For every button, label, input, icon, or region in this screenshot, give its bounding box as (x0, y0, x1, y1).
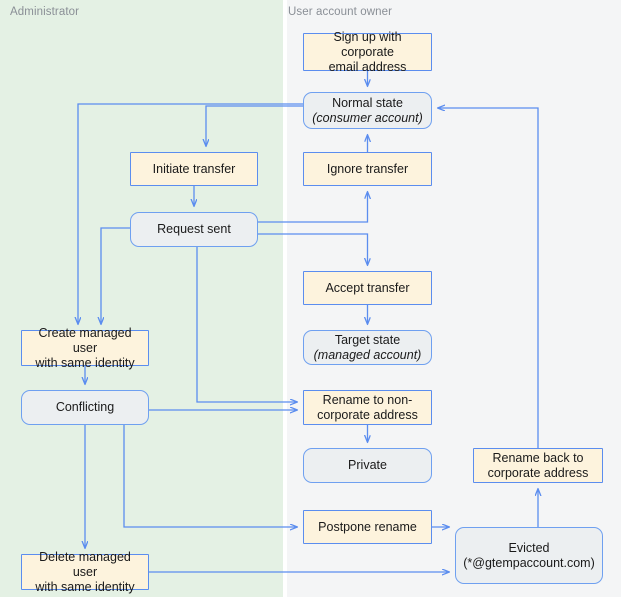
node-line-2: (managed account) (313, 347, 422, 362)
node-accept-transfer[interactable]: Accept transfer (303, 271, 432, 305)
edge-normal-to-create (78, 103, 303, 324)
lane-label-user-account-owner: User account owner (288, 6, 393, 18)
node-line-1: Normal state (332, 95, 403, 110)
edge-normal-to-initiate (206, 105, 303, 146)
node-initiate-transfer[interactable]: Initiate transfer (130, 152, 258, 186)
node-line-1: Sign up with corporate (333, 29, 402, 59)
node-private[interactable]: Private (303, 448, 432, 483)
edge-conflicting-to-postpone (123, 425, 297, 527)
node-line-1: Postpone rename (318, 519, 417, 534)
node-line-2: with same identity (35, 579, 135, 594)
node-line-1: Create managed user (38, 325, 132, 355)
node-line-1: Ignore transfer (326, 161, 409, 176)
edge-rename-back-to-normal (438, 108, 539, 448)
node-line-2: (*@gtempaccount.com) (463, 555, 595, 570)
node-conflicting[interactable]: Conflicting (21, 390, 149, 425)
node-line-2: email address (328, 59, 407, 74)
node-line-2: corporate address (317, 407, 418, 422)
node-normal-state[interactable]: Normal state(consumer account) (303, 92, 432, 129)
node-line-1: Request sent (157, 222, 231, 236)
node-line-1: Target state (334, 332, 401, 347)
node-ignore-transfer[interactable]: Ignore transfer (303, 152, 432, 186)
edge-request-to-accept (258, 233, 368, 265)
node-line-1: Rename to non- (322, 392, 413, 407)
node-request-sent[interactable]: Request sent (130, 212, 258, 247)
node-line-2: corporate address (487, 465, 589, 480)
node-line-2: (consumer account) (312, 110, 423, 125)
node-line-1: Conflicting (55, 400, 115, 414)
node-line-1: Rename back to (492, 450, 584, 465)
edge-request-to-ignore (258, 192, 368, 223)
edge-request-to-rename-noncorporate (196, 247, 297, 402)
node-line-1: Private (348, 458, 387, 472)
node-line-1: Delete managed user (39, 549, 131, 579)
node-line-2: with same identity (35, 355, 135, 370)
node-target-state[interactable]: Target state(managed account) (303, 330, 432, 365)
node-line-1: Evicted (508, 540, 550, 555)
node-evicted[interactable]: Evicted(*@gtempaccount.com) (455, 527, 603, 584)
node-line-1: Initiate transfer (152, 161, 236, 176)
node-rename-to-non-corporate-address[interactable]: Rename to non-corporate address (303, 390, 432, 425)
node-line-1: Accept transfer (325, 280, 410, 295)
edge-request-to-create (101, 227, 130, 324)
lane-admin-background (0, 0, 283, 597)
node-postpone-rename[interactable]: Postpone rename (303, 510, 432, 544)
lane-label-administrator: Administrator (10, 6, 80, 18)
edge-group (78, 71, 538, 572)
